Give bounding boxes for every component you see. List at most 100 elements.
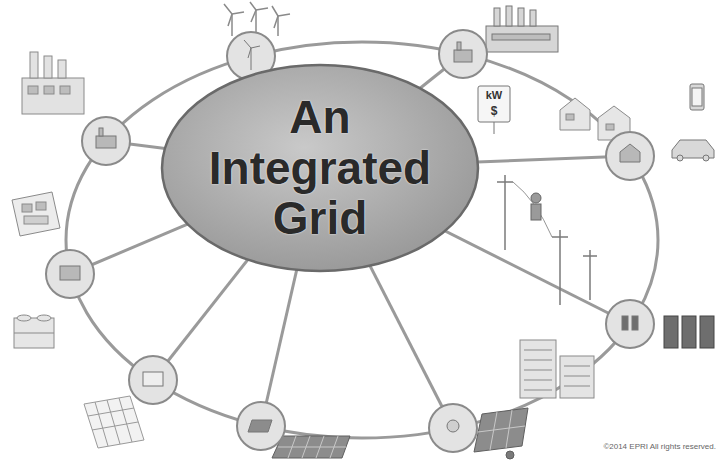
batteries-part xyxy=(664,316,678,348)
circle-icons-part xyxy=(622,316,628,330)
phone-and-car-part xyxy=(692,88,702,106)
grid-title: An Integrated Grid xyxy=(195,92,445,244)
storage-tanks-part xyxy=(17,315,31,321)
ring-circles-part xyxy=(46,250,94,298)
power-plant-part xyxy=(506,6,512,26)
ellipse-shape xyxy=(162,65,478,271)
circle-icons-part xyxy=(60,266,80,280)
solar-panel-part xyxy=(474,408,528,452)
solar-array-part xyxy=(272,436,350,458)
factory-part xyxy=(28,86,38,94)
factory-part xyxy=(30,52,38,78)
storage-tanks-part xyxy=(37,315,51,321)
circle-icons xyxy=(60,40,640,432)
circle-icons-part xyxy=(99,128,103,136)
circle-icons-part xyxy=(457,42,461,50)
circle-icons-part xyxy=(632,316,638,330)
wind-turbines-part xyxy=(250,2,268,22)
solar-array-part xyxy=(278,436,346,458)
wind-turbines-part xyxy=(224,4,244,26)
houses-part xyxy=(566,114,574,120)
phone-and-car-part xyxy=(690,84,704,110)
batteries-part xyxy=(700,316,714,348)
power-poles-part xyxy=(497,181,513,183)
circle-icons-part xyxy=(244,40,260,70)
power-poles-part xyxy=(513,182,552,237)
circle-icons-part xyxy=(143,372,163,386)
circle-icons-part xyxy=(454,50,472,62)
power-poles-part xyxy=(589,250,591,300)
power-poles-part xyxy=(504,175,506,250)
office-buildings-part xyxy=(560,356,594,398)
circle-icons-part xyxy=(248,420,272,432)
ring-line xyxy=(66,42,658,438)
storage-tanks-part xyxy=(14,333,54,334)
factory xyxy=(22,52,84,114)
power-poles-part xyxy=(583,255,597,257)
grid-panel-part xyxy=(88,398,138,446)
power-plant xyxy=(486,6,558,52)
ring-circles-part xyxy=(82,117,130,165)
power-plant-part xyxy=(530,10,536,26)
wind-turbines-part xyxy=(255,10,257,33)
circle-icons-part xyxy=(96,136,116,148)
ring-circles xyxy=(46,30,654,452)
solar-panel-part xyxy=(506,451,514,459)
meter-sign xyxy=(478,86,510,134)
spoke-lines xyxy=(70,54,630,428)
ring-circles-part xyxy=(439,30,487,78)
grid-ellipse: An Integrated Grid xyxy=(160,63,480,273)
ring-line-part xyxy=(66,42,658,438)
meter-sign-part xyxy=(478,86,510,122)
office-buildings-part xyxy=(520,340,556,398)
phone-and-car xyxy=(672,84,714,161)
factory-part xyxy=(58,60,66,78)
solar-panel-part xyxy=(478,410,525,450)
solar-panel xyxy=(474,408,528,459)
wind-turbines-part xyxy=(272,6,290,28)
factory-part xyxy=(44,86,54,94)
office-buildings-part xyxy=(524,350,590,390)
ring-circles-part xyxy=(129,356,177,404)
meter-sign-part xyxy=(494,122,495,134)
power-poles-part xyxy=(552,236,568,238)
ring-circles-part xyxy=(429,404,477,452)
grid-panel xyxy=(84,396,144,448)
circle-icons-part xyxy=(447,420,459,432)
power-poles-part xyxy=(559,230,561,305)
control-panel xyxy=(12,192,60,236)
office-buildings xyxy=(520,340,594,398)
storage-tanks-part xyxy=(14,318,54,348)
person-part xyxy=(531,193,541,203)
phone-and-car-part xyxy=(677,155,683,161)
batteries-part xyxy=(682,316,696,348)
power-poles xyxy=(497,175,597,305)
storage-tanks xyxy=(14,315,54,348)
batteries xyxy=(664,316,714,348)
ring-circles-part xyxy=(606,132,654,180)
power-plant-part xyxy=(518,8,524,26)
ring-circles-part xyxy=(237,402,285,450)
person xyxy=(531,193,541,220)
control-panel-part xyxy=(12,192,60,236)
houses-part xyxy=(560,98,590,130)
meter-currency: $ xyxy=(491,104,498,118)
phone-and-car-part xyxy=(703,155,709,161)
copyright-note: ©2014 EPRI All rights reserved. xyxy=(603,442,716,451)
wind-turbines xyxy=(224,2,290,36)
grid-panel-part xyxy=(84,396,144,448)
power-plant-part xyxy=(494,8,500,26)
factory-part xyxy=(22,78,84,114)
factory-part xyxy=(44,56,52,78)
control-panel-part xyxy=(36,202,46,210)
control-panel-part xyxy=(24,216,48,224)
solar-array xyxy=(272,436,350,458)
power-plant-part xyxy=(486,26,558,52)
person-part xyxy=(531,204,541,220)
houses-part xyxy=(606,124,614,130)
power-plant-part xyxy=(492,34,550,40)
circle-icons-part xyxy=(620,144,640,162)
factory-part xyxy=(60,86,70,94)
